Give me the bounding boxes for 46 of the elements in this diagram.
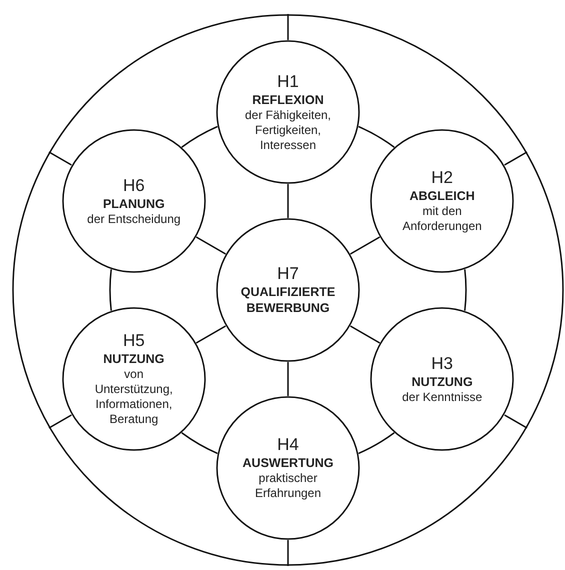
circle-node	[62, 307, 206, 451]
title-label: AUSWERTUNG	[242, 455, 334, 471]
connector-line	[504, 414, 528, 429]
connector-line	[350, 325, 380, 344]
title-label: NUTZUNG	[102, 351, 166, 367]
description-text: mit den Anforderungen	[401, 204, 483, 234]
title-label: ABGLEICH	[408, 188, 476, 204]
circle-node	[370, 129, 514, 273]
heading-label: H5	[122, 331, 145, 351]
title-label: QUALIFIZIERTE BEWERBUNG	[240, 284, 336, 316]
description-text: der Kenntnisse	[401, 390, 484, 404]
circle-node	[12, 14, 564, 566]
title-label: REFLEXION	[251, 92, 325, 108]
connector-line	[358, 432, 395, 454]
connector-line	[287, 362, 289, 396]
description-text: der Entscheidung	[86, 212, 182, 226]
heading-label: H3	[431, 354, 453, 374]
description-text: der Fähigkeiten, Fertigkeiten, Interessen	[244, 108, 332, 152]
title-label: NUTZUNG	[410, 374, 474, 390]
connector-line	[287, 14, 289, 40]
connector-line	[464, 269, 467, 311]
connector-line	[48, 151, 72, 166]
connector-line	[287, 184, 289, 218]
circle-node	[216, 218, 360, 362]
circle-node	[216, 396, 360, 540]
description-text: praktischer Erfahrungen	[254, 471, 322, 501]
connector-line	[109, 269, 112, 311]
title-label: PLANUNG	[102, 196, 166, 212]
connector-line	[350, 236, 380, 255]
connector-line	[196, 325, 226, 344]
circle-node	[62, 129, 206, 273]
heading-label: H7	[277, 264, 299, 284]
connector-line	[181, 432, 218, 454]
connector-line	[504, 151, 528, 166]
heading-label: H4	[277, 435, 299, 455]
connector-line	[48, 414, 72, 429]
connector-line	[358, 126, 395, 148]
circle-node	[216, 40, 360, 184]
heading-label: H2	[431, 168, 453, 188]
heading-label: H6	[122, 176, 145, 196]
circle-node	[370, 307, 514, 451]
description-text: von Unterstützung, Informationen, Beratung	[94, 367, 174, 427]
connector-line	[196, 236, 226, 255]
connector-line	[181, 126, 218, 148]
heading-label: H1	[277, 72, 299, 92]
connector-line	[287, 540, 289, 566]
